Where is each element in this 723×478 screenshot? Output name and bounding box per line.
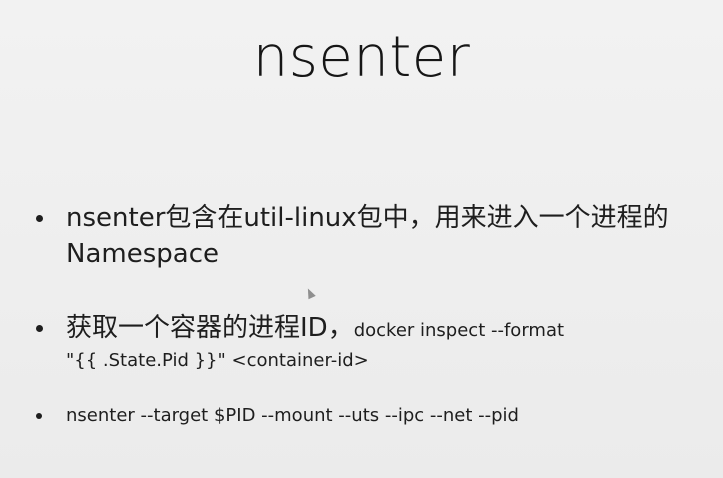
slide-title: nsenter — [252, 25, 471, 90]
bullet-command: nsenter --target $PID --mount --uts --ip… — [66, 405, 519, 426]
bullet-text-main: 获取一个容器的进程ID， — [66, 313, 354, 343]
bullet-dot-icon — [36, 413, 42, 419]
bullet-command-continuation: "{{ .State.Pid }}" <container-id> — [66, 350, 369, 371]
bullet-item: 获取一个容器的进程ID，docker inspect --format "{{ … — [36, 312, 706, 375]
bullet-dot-icon — [36, 215, 43, 222]
bullet-item: nsenter --target $PID --mount --uts --ip… — [36, 403, 706, 429]
bullet-text-line2: Namespace — [66, 239, 219, 269]
bullet-list: nsenter包含在util-linux包中，用来进入一个进程的 Namespa… — [36, 200, 706, 429]
bullet-text-line1: nsenter包含在util-linux包中，用来进入一个进程的 — [66, 203, 669, 233]
bullet-dot-icon — [36, 325, 43, 332]
bullet-inline-command: docker inspect --format — [353, 320, 565, 341]
bullet-item: nsenter包含在util-linux包中，用来进入一个进程的 Namespa… — [36, 200, 706, 272]
